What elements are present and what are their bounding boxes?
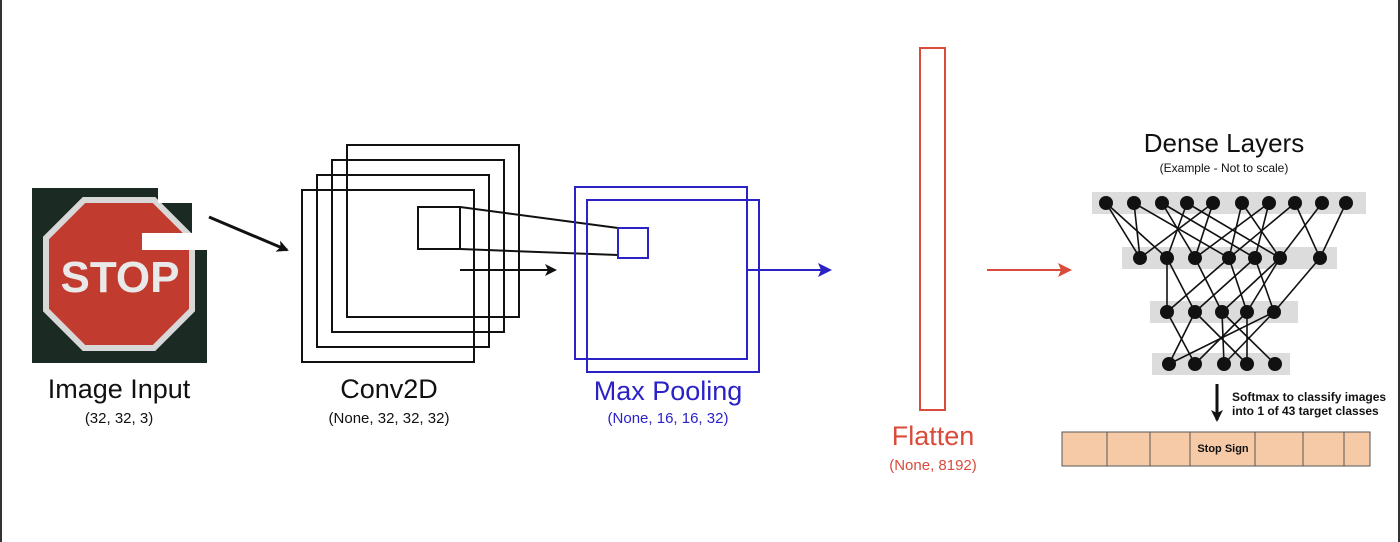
dense-neuron	[1160, 305, 1174, 319]
dense-neuron	[1268, 357, 1282, 371]
dense-neuron	[1235, 196, 1249, 210]
dense-title: Dense Layers	[1144, 128, 1304, 158]
output-class-stop-sign: Stop Sign	[1197, 443, 1249, 455]
dense-edge	[1221, 257, 1281, 313]
image-input-block: STOP Image Input (32, 32, 3)	[32, 188, 289, 427]
dense-edge	[1194, 257, 1256, 313]
image-input-title: Image Input	[48, 374, 191, 404]
flatten-shape: (None, 8192)	[889, 457, 977, 474]
dense-connections	[1105, 202, 1347, 365]
dense-neuron	[1215, 305, 1229, 319]
kernel-projection-top	[459, 206, 619, 229]
dense-edge	[1166, 257, 1230, 313]
dense-neuron	[1262, 196, 1276, 210]
dense-edge	[1194, 257, 1223, 313]
softmax-text-line2: into 1 of 43 target classes	[1232, 404, 1379, 418]
dense-neuron	[1313, 251, 1327, 265]
dense-edge	[1254, 257, 1275, 313]
dense-edge	[1228, 202, 1243, 259]
dense-neuron	[1099, 196, 1113, 210]
dense-edge	[1194, 202, 1270, 259]
dense-edge	[1279, 202, 1323, 259]
dense-edge	[1194, 202, 1214, 259]
stop-sign-text: STOP	[60, 253, 179, 302]
flatten-vector	[919, 47, 946, 411]
dense-neuron	[1240, 357, 1254, 371]
dense-neuron	[1188, 357, 1202, 371]
dense-neuron	[1222, 251, 1236, 265]
dense-edge	[1168, 311, 1275, 365]
dense-edge	[1133, 202, 1230, 259]
dense-neuron	[1160, 251, 1174, 265]
dense-subtitle: (Example - Not to scale)	[1160, 161, 1289, 175]
softmax-text-line1: Softmax to classify images	[1232, 390, 1386, 404]
flatten-title: Flatten	[892, 421, 975, 451]
output-strip-background	[1061, 431, 1371, 467]
dense-neuron	[1240, 305, 1254, 319]
dense-edge	[1139, 202, 1214, 259]
conv2d-kernel-window	[417, 206, 461, 250]
pool-feature-map-back	[574, 186, 748, 360]
conv2d-shape: (None, 32, 32, 32)	[329, 410, 450, 427]
kernel-projection-bottom	[459, 248, 619, 256]
dense-edge	[1223, 311, 1275, 365]
dense-edge	[1105, 202, 1141, 259]
dense-edge	[1228, 202, 1296, 259]
conv2d-feature-map-3	[331, 159, 505, 333]
dense-neurons	[1099, 196, 1353, 371]
conv2d-feature-map-4	[346, 144, 520, 318]
dense-edge	[1161, 202, 1196, 259]
dense-neuron	[1267, 305, 1281, 319]
dense-neuron	[1217, 357, 1231, 371]
dense-edge	[1246, 257, 1281, 313]
dense-neuron	[1133, 251, 1147, 265]
dense-neuron	[1339, 196, 1353, 210]
dense-neuron	[1188, 251, 1202, 265]
max-pooling-shape: (None, 16, 16, 32)	[608, 410, 729, 427]
image-crop-corner-marker	[142, 188, 207, 250]
conv2d-feature-map-2	[316, 174, 490, 348]
dense-edge	[1166, 311, 1196, 365]
dense-neuron	[1206, 196, 1220, 210]
dense-neuron	[1188, 305, 1202, 319]
pool-feature-map-front	[586, 199, 760, 373]
dense-neuron	[1248, 251, 1262, 265]
max-pooling-title: Max Pooling	[594, 376, 743, 406]
dense-neuron	[1273, 251, 1287, 265]
dense-edge	[1319, 202, 1347, 259]
dense-neuron	[1288, 196, 1302, 210]
dense-neuron	[1315, 196, 1329, 210]
dense-neuron	[1180, 196, 1194, 210]
dense-edge	[1186, 202, 1281, 259]
output-classes-strip: Stop Sign	[1061, 431, 1371, 467]
dense-neuron	[1127, 196, 1141, 210]
pool-output-cell	[617, 227, 649, 259]
input-to-conv-arrow	[208, 215, 289, 252]
dense-edge	[1168, 311, 1196, 365]
dense-edge	[1133, 202, 1141, 259]
dense-neuron	[1155, 196, 1169, 210]
max-pooling-block: Max Pooling (None, 16, 16, 32)	[574, 186, 832, 427]
dense-block: Dense Layers (Example - Not to scale)	[1061, 128, 1386, 467]
dense-edge	[1228, 257, 1248, 313]
image-input-shape: (32, 32, 3)	[85, 410, 153, 427]
conv2d-block: Conv2D (None, 32, 32, 32)	[301, 144, 619, 427]
conv2d-title: Conv2D	[340, 374, 438, 404]
flatten-block: Flatten (None, 8192)	[889, 47, 1072, 474]
dense-edge	[1273, 257, 1321, 313]
dense-edge	[1294, 202, 1321, 259]
conv2d-feature-map-1	[301, 189, 475, 363]
dense-neuron	[1162, 357, 1176, 371]
dense-edge	[1166, 257, 1196, 313]
